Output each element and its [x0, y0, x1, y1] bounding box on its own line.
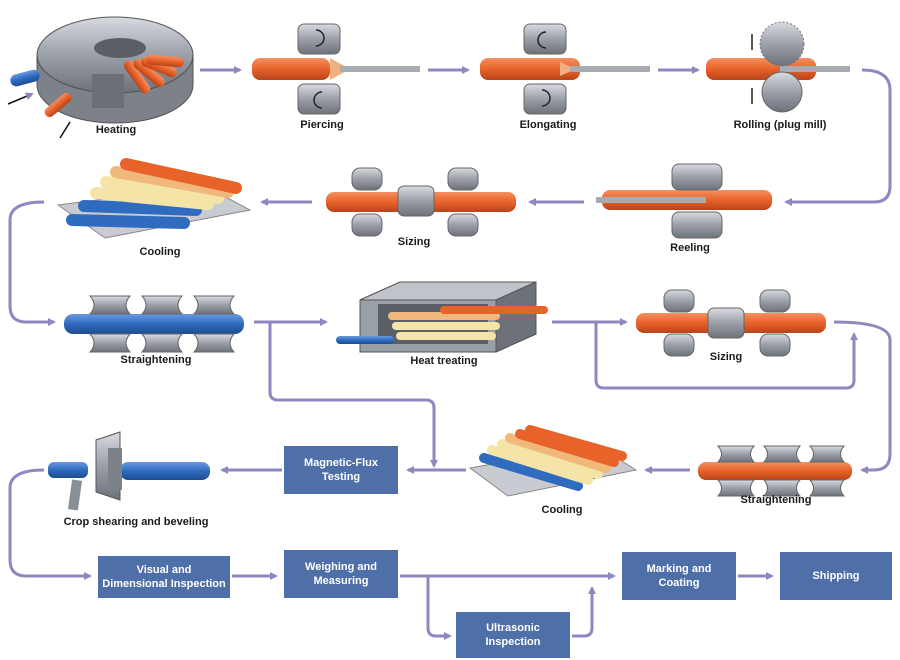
heating-furnace-illustration [7, 16, 194, 139]
straightening-2-illustration [698, 445, 852, 497]
reeling-illustration [596, 163, 772, 239]
label-reeling: Reeling [670, 242, 710, 254]
elongating-illustration [480, 23, 650, 115]
box-shipping: Shipping [780, 552, 892, 600]
label-straightening-2: Straightening [740, 494, 812, 506]
box-shipping-label: Shipping [812, 570, 860, 582]
arrow-sizing-bypass [594, 322, 858, 390]
sizing-2-illustration [636, 289, 826, 357]
label-sizing-2: Sizing [709, 351, 743, 363]
label-sizing-1: Sizing [397, 236, 431, 248]
label-cooling-1: Cooling [139, 246, 181, 258]
piercing-illustration [252, 23, 420, 115]
cooling-1-illustration [56, 158, 252, 239]
label-elongating: Elongating [519, 119, 577, 131]
box-weighing-line1: Weighing and [305, 561, 377, 573]
arrow-rolling-to-reeling [784, 68, 892, 206]
label-rolling: Rolling (plug mill) [733, 119, 827, 131]
arrow-sizing-to-straightening [833, 320, 892, 474]
box-visual-line2: Dimensional Inspection [102, 578, 226, 590]
box-magnetic-line1: Magnetic-Flux [304, 457, 378, 469]
arrow-crop-to-visual [8, 468, 92, 580]
label-straightening-1: Straightening [120, 354, 192, 366]
label-cooling-2: Cooling [541, 504, 583, 516]
label-heating: Heating [95, 124, 137, 136]
box-magnetic-line2: Testing [321, 471, 361, 483]
sizing-1-illustration [326, 167, 516, 237]
heat-treating-illustration [336, 281, 548, 353]
crop-shearing-illustration [48, 431, 210, 511]
label-heat-treating: Heat treating [410, 355, 478, 367]
box-ultrasonic-line2: Inspection [485, 636, 541, 648]
arrow-cooling-to-straightening [8, 200, 56, 326]
box-marking-line1: Marking and [646, 563, 712, 575]
straightening-1-illustration [64, 295, 244, 353]
arrow-ultrasonic-to-marking [572, 586, 596, 638]
rolling-illustration [706, 21, 850, 113]
box-ultrasonic-line1: Ultrasonic [486, 622, 540, 634]
box-weighing-line2: Measuring [313, 575, 369, 587]
cooling-2-illustration [468, 425, 638, 497]
flow-arrows [8, 66, 892, 640]
arrow-straightening-bypass [268, 322, 438, 468]
arrow-weighing-to-ultrasonic [426, 576, 452, 640]
label-crop-shearing: Crop shearing and beveling [63, 516, 209, 528]
label-piercing: Piercing [300, 119, 344, 131]
box-visual-line1: Visual and [136, 564, 192, 576]
box-marking-line2: Coating [658, 577, 700, 589]
